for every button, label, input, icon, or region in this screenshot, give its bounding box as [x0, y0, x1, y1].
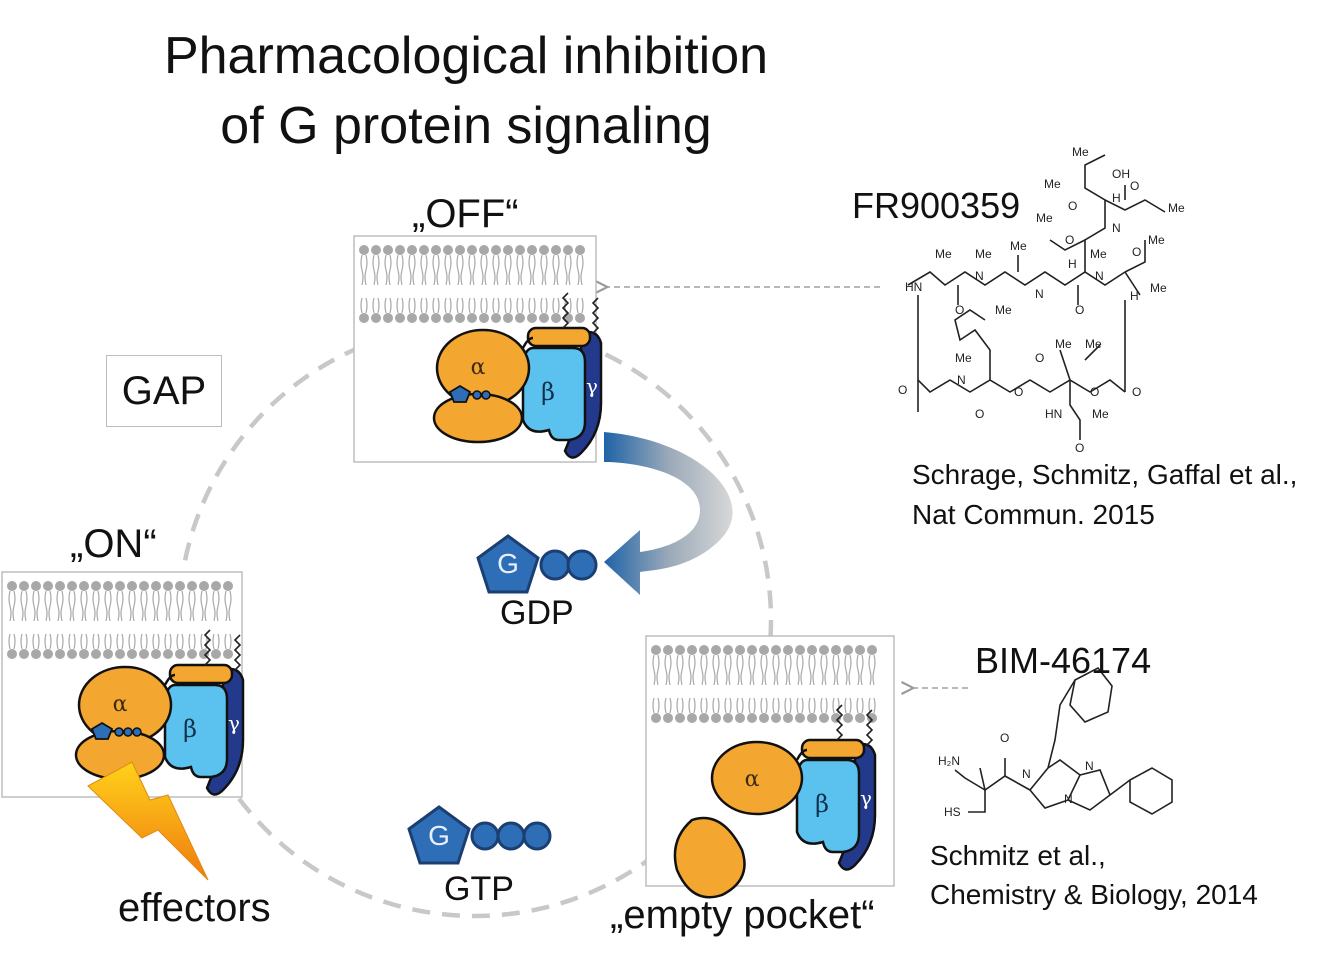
fr900359-reference-line-1: Schrage, Schmitz, Gaffal et al.,	[912, 459, 1298, 490]
beta-subunit-label: β	[815, 790, 829, 818]
o-label: O	[1068, 199, 1077, 213]
h-label: H	[1068, 257, 1077, 271]
gamma-subunit-label: γ	[860, 786, 872, 810]
me-label: Me	[1090, 247, 1107, 261]
title-line-2: of G protein signaling	[220, 97, 712, 155]
alpha-subunit-label: α	[471, 355, 486, 380]
o-label: O	[1075, 303, 1084, 317]
o-label: O	[898, 383, 907, 397]
o-label: O	[1075, 441, 1084, 455]
gamma-subunit-label: γ	[228, 711, 240, 735]
gtp-g-letter: G	[428, 820, 450, 851]
o-label: O	[1000, 731, 1009, 745]
o-label: O	[1132, 385, 1141, 399]
o-label: O	[1130, 179, 1139, 193]
n-label: N	[1085, 759, 1094, 773]
me-label: Me	[1168, 201, 1185, 215]
bim46174-reference-line-1: Schmitz et al.,	[930, 840, 1106, 871]
beta-subunit-label: β	[183, 715, 197, 743]
me-label: Me	[1150, 281, 1167, 295]
hs-label: HS	[944, 805, 961, 819]
effector-lightning-icon	[87, 761, 209, 881]
n-label: N	[1112, 221, 1121, 235]
alpha-subunit-label: α	[745, 767, 760, 792]
gdp-g-letter: G	[497, 548, 519, 579]
alpha-subunit-label: α	[113, 692, 128, 717]
o-label: O	[1065, 233, 1074, 247]
h-label: H	[1112, 191, 1121, 205]
effectors-label: effectors	[118, 886, 271, 930]
gtp-label: GTP	[444, 870, 514, 908]
me-label: Me	[1044, 177, 1061, 191]
title-line-1: Pharmacological inhibition	[163, 27, 769, 85]
o-label: O	[1132, 245, 1141, 259]
bim46174-reference-line-2: Chemistry & Biology, 2014	[930, 879, 1258, 910]
n-label: N	[1064, 792, 1073, 806]
hn-label: HN	[1045, 407, 1062, 421]
me-label: Me	[1092, 407, 1109, 421]
n-label: N	[957, 373, 966, 387]
o-label: O	[975, 407, 984, 421]
bim46174-name: BIM-46174	[975, 640, 1152, 681]
off-state-label: „OFF“	[412, 192, 519, 236]
o-label: O	[955, 303, 964, 317]
empty-pocket-panel: α β γ	[645, 635, 895, 899]
me-label: Me	[1010, 239, 1027, 253]
h2n-label: H₂N	[938, 754, 960, 768]
me-label: Me	[1148, 233, 1165, 247]
on-state-panel: α β γ	[1, 571, 245, 798]
o-label: O	[1014, 385, 1023, 399]
h-label: H	[1130, 289, 1139, 303]
gdp-release-arrow	[604, 432, 733, 595]
me-label: Me	[1036, 211, 1053, 225]
n-label: N	[975, 269, 984, 283]
me-label: Me	[1072, 145, 1089, 159]
me-label: Me	[995, 303, 1012, 317]
n-label: N	[1035, 287, 1044, 301]
o-label: O	[1035, 351, 1044, 365]
bim46174-structure: O H₂N N N N HS	[938, 666, 1173, 819]
gap-label: GAP	[121, 368, 207, 413]
me-label: Me	[935, 247, 952, 261]
empty-pocket-label: „empty pocket“	[610, 893, 875, 937]
o-label: O	[1090, 385, 1099, 399]
beta-subunit-label: β	[541, 378, 555, 406]
off-state-panel: α β γ	[353, 235, 603, 463]
gamma-subunit-label: γ	[586, 374, 598, 398]
n-label: N	[1095, 269, 1104, 283]
me-label: Me	[1085, 337, 1102, 351]
gtp-nucleotide: G	[407, 805, 552, 865]
me-label: Me	[1055, 337, 1072, 351]
fr900359-name: FR900359	[852, 185, 1021, 226]
fr900359-reference-line-2: Nat Commun. 2015	[912, 499, 1155, 530]
on-state-label: „ON“	[70, 522, 157, 566]
me-label: Me	[955, 351, 972, 365]
me-label: Me	[975, 247, 992, 261]
gap-box: GAP	[106, 355, 222, 427]
oh-label: OH	[1112, 167, 1130, 181]
n-label: N	[1022, 767, 1031, 781]
hn-label: HN	[905, 280, 922, 294]
gdp-nucleotide: G	[476, 534, 598, 594]
gdp-label: GDP	[500, 594, 574, 632]
